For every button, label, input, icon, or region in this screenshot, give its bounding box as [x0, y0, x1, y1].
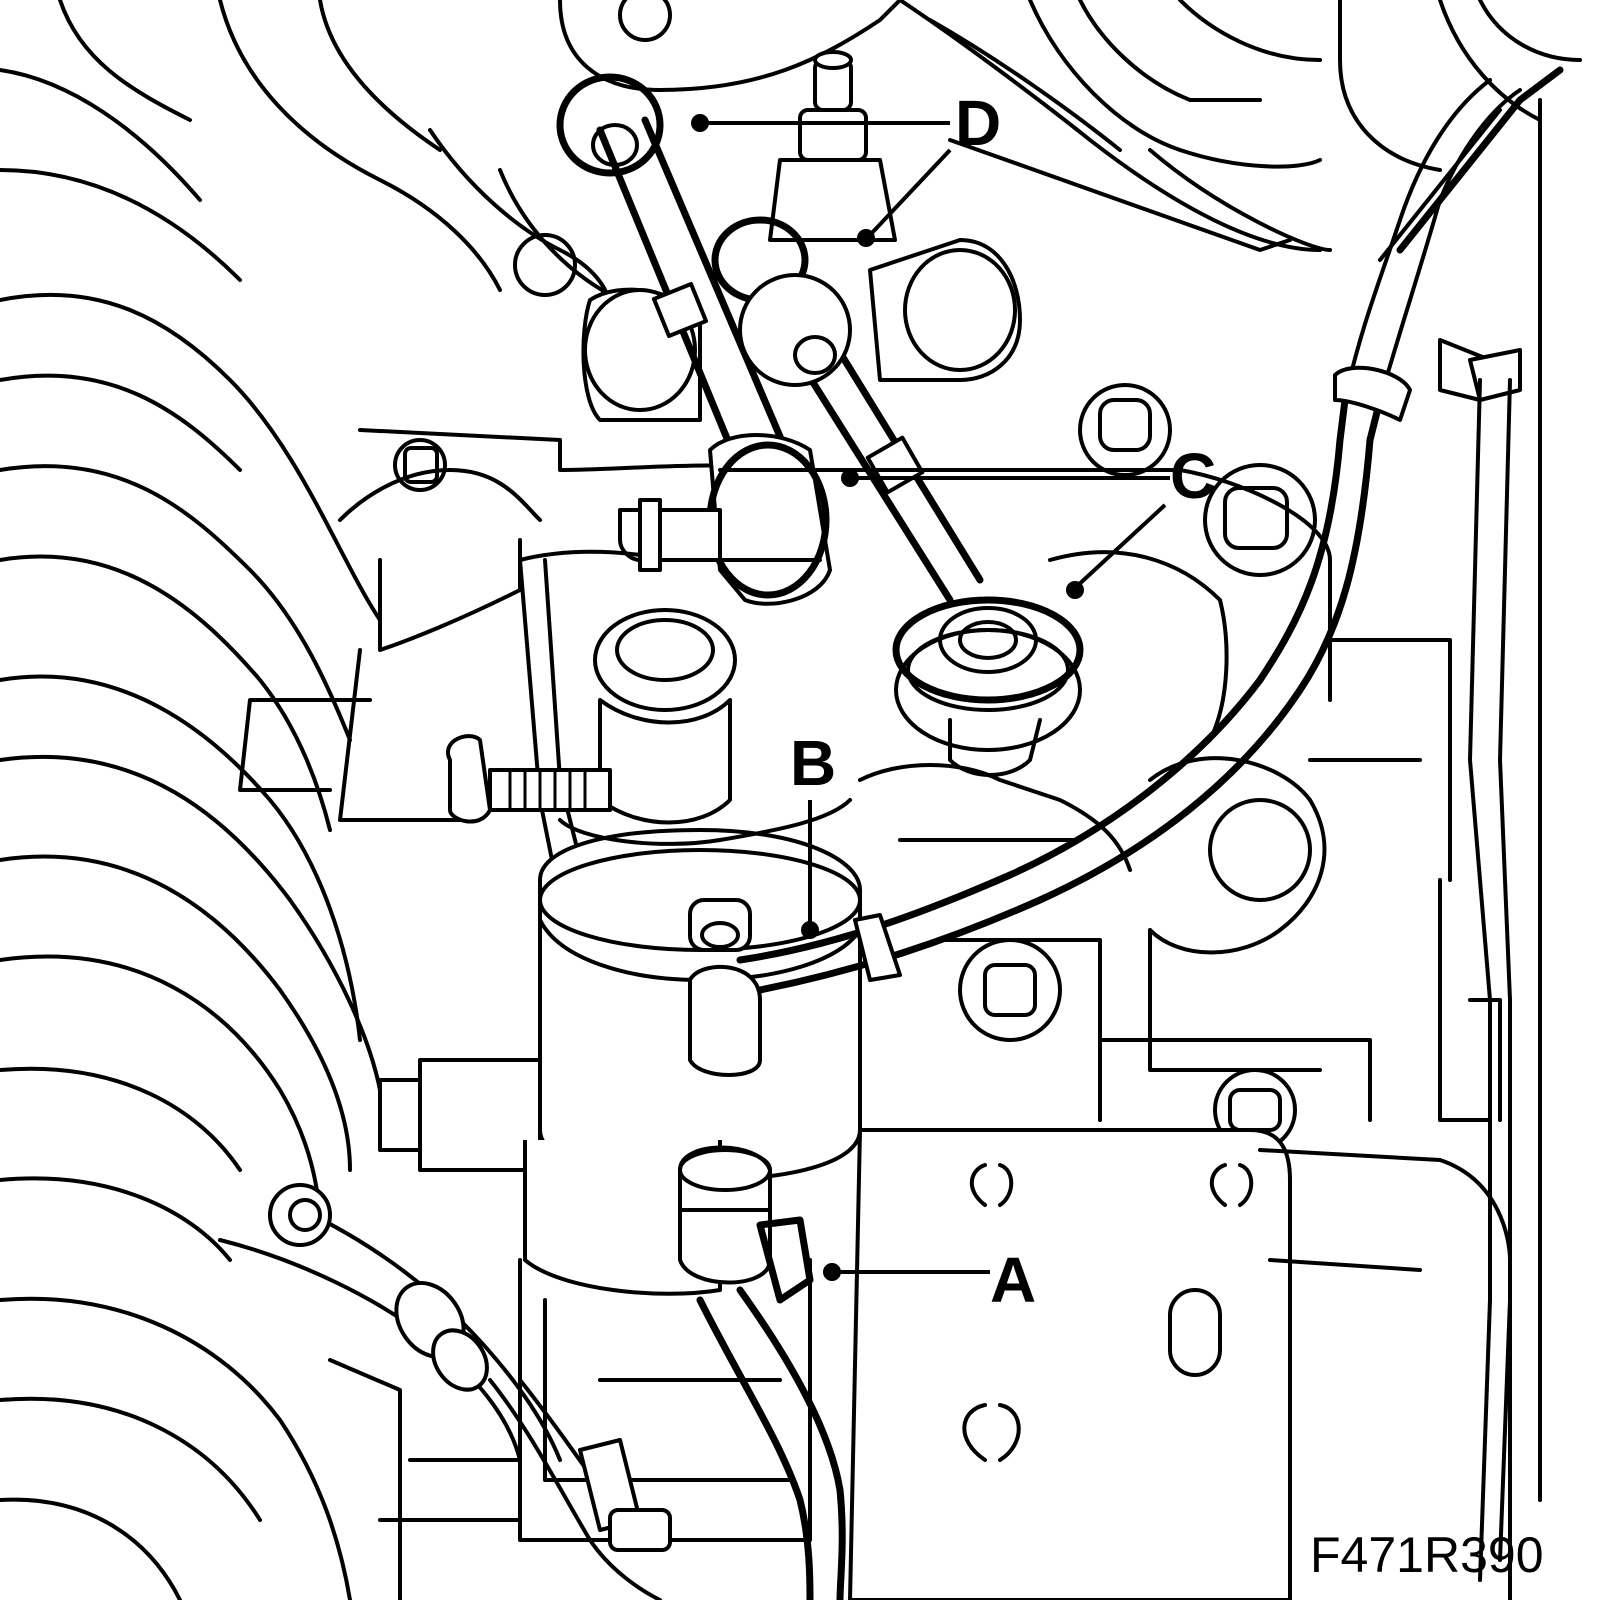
- clutch-hose: [736, 66, 1564, 1582]
- callout-leaders: [691, 114, 1170, 1281]
- slave-cylinder: [378, 549, 862, 1542]
- lower-pipes: [218, 1183, 672, 1600]
- callout-label-d: D: [955, 87, 1001, 159]
- callout-label-a: A: [990, 1244, 1036, 1316]
- figure-id-label: F471R390: [1310, 1527, 1544, 1583]
- callout-label-b: B: [790, 727, 836, 799]
- stud-bolt: [768, 50, 897, 242]
- intake-hose: [0, 0, 502, 1600]
- upper-housing: [428, 0, 1582, 342]
- callout-label-c: C: [1170, 440, 1216, 512]
- bracket-plate: [848, 1128, 1512, 1600]
- cable-bushings-c: [618, 433, 1084, 777]
- fluid-connector: [678, 1145, 846, 1600]
